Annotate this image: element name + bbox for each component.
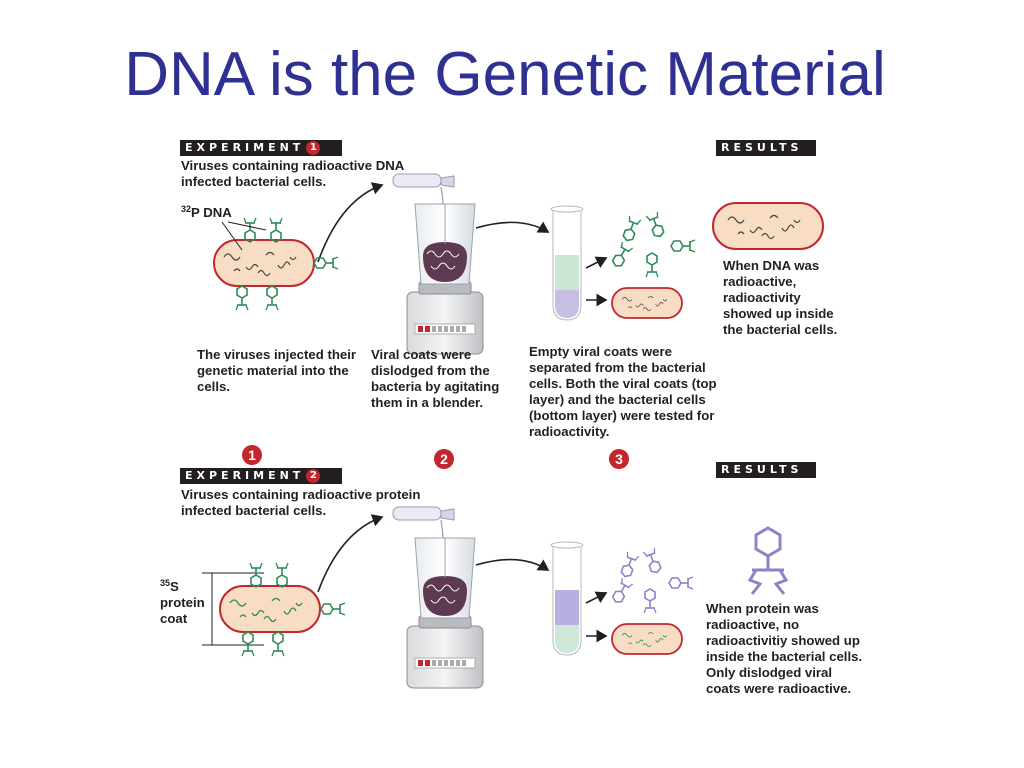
step-2-description: Viral coats were dislodged from the bact… (371, 347, 500, 410)
step-number-3: 3 (609, 449, 629, 469)
test-tube-icon (550, 541, 584, 656)
step-number-2: 2 (434, 449, 454, 469)
results-tag: RESULTS (716, 462, 816, 478)
isotope-label-32p: 32P DNA (181, 204, 232, 220)
empty-viral-coats-icon (609, 211, 696, 278)
results-1-description: When DNA was radioactive, radioactivity … (723, 258, 838, 337)
experiment-1-caption: Viruses containing radioactive DNA infec… (181, 158, 404, 189)
isotope-label-35s: 35S protein coat (160, 578, 205, 626)
experiment-2-caption: Viruses containing radioactive protein i… (181, 487, 421, 518)
experiment-1-number: 1 (306, 141, 321, 155)
bacterium-infected-icon (219, 562, 346, 657)
step-3-description: Empty viral coats were separated from th… (529, 344, 717, 439)
bacterium-infected-icon (213, 217, 339, 311)
results-2-description: When protein was radioactive, no radioac… (706, 601, 863, 696)
page-title: DNA is the Genetic Material (124, 40, 886, 109)
blender-icon (406, 537, 484, 689)
bacterial-cell-icon (611, 623, 683, 655)
blender-icon (406, 203, 484, 355)
radioactive-protein-coat-icon (747, 526, 789, 595)
step-1-description: The viruses injected their genetic mater… (197, 347, 357, 394)
pipette-icon (392, 173, 455, 231)
results-bacterium-icon (712, 202, 824, 250)
test-tube-icon (550, 205, 584, 321)
step-number-1: 1 (242, 445, 262, 465)
bacterial-cell-icon (611, 287, 683, 319)
experiment-2-number: 2 (306, 469, 321, 483)
results-tag: RESULTS (716, 140, 816, 156)
empty-viral-coats-icon (609, 547, 694, 614)
